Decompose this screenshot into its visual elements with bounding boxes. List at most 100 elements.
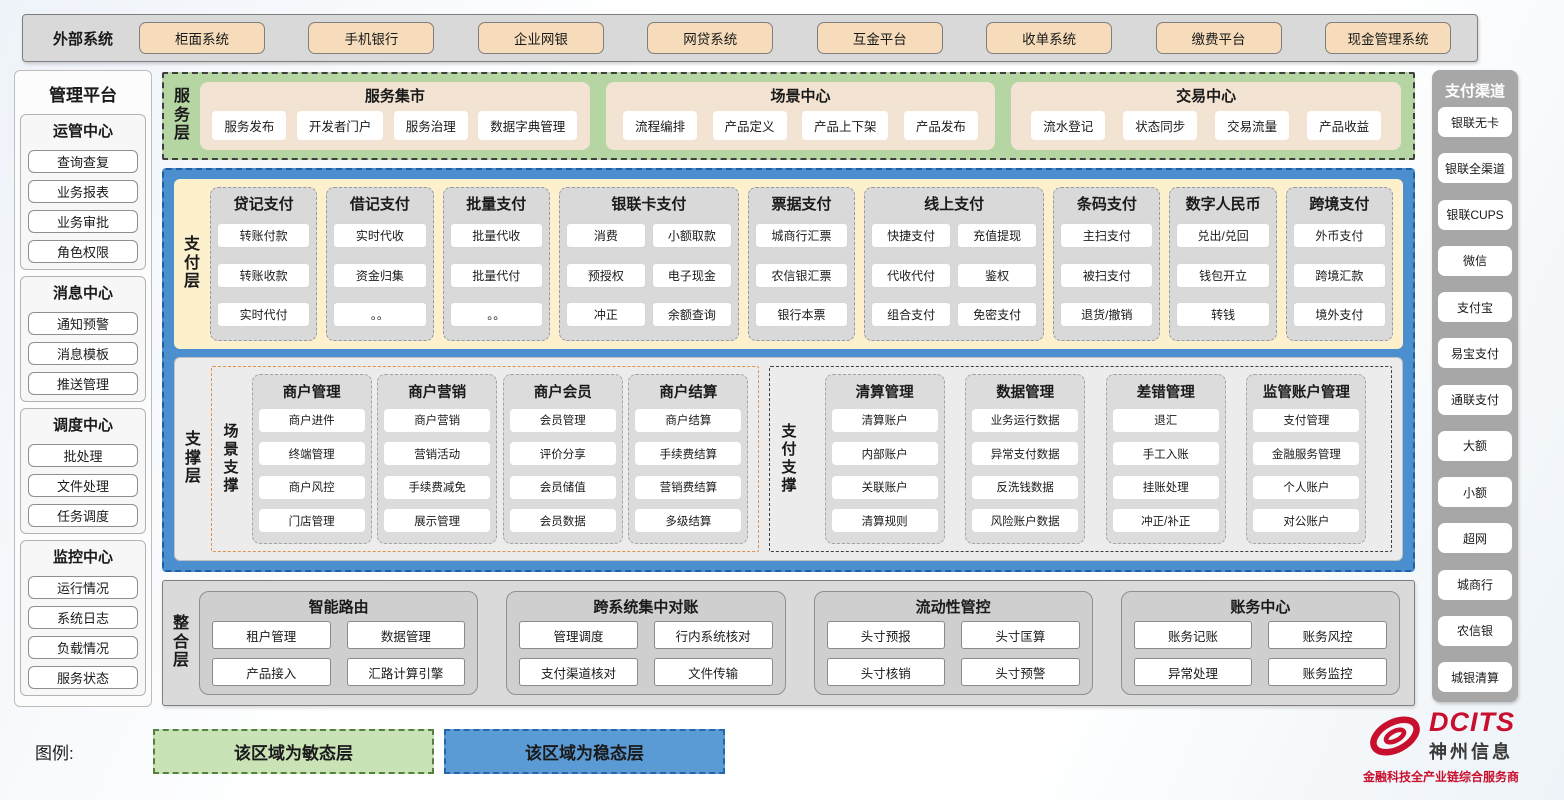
payment-item-button[interactable]: 消费 (565, 222, 646, 248)
payment-item-button[interactable]: 转账付款 (217, 222, 311, 248)
support-item-button[interactable]: 手续费结算 (635, 442, 742, 466)
support-item-button[interactable]: 会员储值 (509, 475, 616, 499)
service-item-button[interactable]: 产品定义 (712, 110, 787, 140)
payment-item-button[interactable]: 。。 (333, 302, 427, 328)
support-item-button[interactable]: 商户进件 (258, 408, 365, 432)
support-item-button[interactable]: 手续费减免 (384, 475, 491, 499)
payment-item-button[interactable]: 冲正 (565, 302, 646, 328)
integration-item-button[interactable]: 头寸预警 (961, 658, 1080, 686)
payment-channel-3[interactable]: 银联CUPS (1438, 199, 1512, 230)
menu-item[interactable]: 业务报表 (28, 180, 138, 203)
service-item-button[interactable]: 交易流量 (1215, 110, 1290, 140)
integration-item-button[interactable]: 管理调度 (519, 621, 638, 649)
menu-item[interactable]: 推送管理 (28, 372, 138, 395)
service-item-button[interactable]: 流程编排 (623, 110, 698, 140)
integration-item-button[interactable]: 数据管理 (346, 621, 466, 649)
support-item-button[interactable]: 挂账处理 (1112, 475, 1219, 499)
integration-item-button[interactable]: 文件传输 (653, 658, 773, 686)
menu-item[interactable]: 运行情况 (28, 576, 138, 599)
external-system-1[interactable]: 柜面系统 (139, 22, 266, 54)
support-item-button[interactable]: 多级结算 (635, 509, 742, 533)
payment-item-button[interactable]: 转账收款 (217, 262, 311, 288)
support-item-button[interactable]: 冲正/补正 (1112, 509, 1219, 533)
payment-item-button[interactable]: 实时代付 (217, 302, 311, 328)
external-system-5[interactable]: 互金平台 (816, 22, 943, 54)
support-item-button[interactable]: 终端管理 (258, 442, 365, 466)
support-item-button[interactable]: 手工入账 (1112, 442, 1219, 466)
support-item-button[interactable]: 关联账户 (831, 475, 938, 499)
payment-item-button[interactable]: 代收代付 (871, 262, 952, 288)
menu-item[interactable]: 任务调度 (28, 504, 138, 527)
external-system-6[interactable]: 收单系统 (986, 22, 1113, 54)
support-item-button[interactable]: 商户营销 (384, 408, 491, 432)
support-item-button[interactable]: 会员数据 (509, 509, 616, 533)
payment-item-button[interactable]: 免密支付 (957, 302, 1038, 328)
payment-item-button[interactable]: 城商行汇票 (754, 222, 849, 248)
support-item-button[interactable]: 门店管理 (258, 509, 365, 533)
integration-item-button[interactable]: 账务监控 (1268, 658, 1387, 686)
menu-item[interactable]: 批处理 (28, 444, 138, 467)
service-item-button[interactable]: 状态同步 (1123, 110, 1198, 140)
support-item-button[interactable]: 商户风控 (258, 475, 365, 499)
menu-item[interactable]: 通知预警 (28, 312, 138, 335)
payment-channel-12[interactable]: 农信银 (1438, 615, 1512, 646)
integration-item-button[interactable]: 异常处理 (1133, 658, 1253, 686)
payment-item-button[interactable]: 资金归集 (333, 262, 427, 288)
payment-channel-10[interactable]: 超网 (1438, 523, 1512, 554)
service-item-button[interactable]: 服务治理 (393, 110, 468, 140)
menu-item[interactable]: 服务状态 (28, 666, 138, 689)
support-item-button[interactable]: 会员管理 (509, 408, 616, 432)
payment-item-button[interactable]: 被扫支付 (1060, 262, 1154, 288)
payment-item-button[interactable]: 实时代收 (333, 222, 427, 248)
payment-item-button[interactable]: 外币支付 (1292, 222, 1387, 248)
payment-item-button[interactable]: 快捷支付 (871, 222, 952, 248)
payment-item-button[interactable]: 转钱 (1176, 302, 1270, 328)
support-item-button[interactable]: 支付管理 (1253, 408, 1360, 432)
integration-item-button[interactable]: 行内系统核对 (653, 621, 773, 649)
menu-item[interactable]: 业务审批 (28, 210, 138, 233)
service-item-button[interactable]: 产品上下架 (801, 110, 889, 140)
payment-item-button[interactable]: 电子现金 (651, 262, 732, 288)
payment-item-button[interactable]: 小额取款 (651, 222, 732, 248)
support-item-button[interactable]: 营销费结算 (635, 475, 742, 499)
payment-channel-7[interactable]: 通联支付 (1438, 384, 1512, 415)
payment-item-button[interactable]: 跨境汇款 (1292, 262, 1387, 288)
payment-channel-4[interactable]: 微信 (1438, 245, 1512, 276)
external-system-8[interactable]: 现金管理系统 (1324, 22, 1451, 54)
payment-item-button[interactable]: 钱包开立 (1176, 262, 1270, 288)
support-item-button[interactable]: 营销活动 (384, 442, 491, 466)
integration-item-button[interactable]: 租户管理 (212, 621, 331, 649)
external-system-3[interactable]: 企业网银 (477, 22, 604, 54)
payment-item-button[interactable]: 预授权 (565, 262, 646, 288)
payment-item-button[interactable]: 批量代付 (449, 262, 543, 288)
payment-item-button[interactable]: 退货/撤销 (1060, 302, 1154, 328)
support-item-button[interactable]: 个人账户 (1253, 475, 1360, 499)
service-item-button[interactable]: 产品发布 (903, 110, 978, 140)
integration-item-button[interactable]: 账务记账 (1133, 621, 1253, 649)
payment-channel-1[interactable]: 银联无卡 (1438, 107, 1512, 137)
integration-item-button[interactable]: 支付渠道核对 (519, 658, 638, 686)
payment-item-button[interactable]: 主扫支付 (1060, 222, 1154, 248)
payment-channel-5[interactable]: 支付宝 (1438, 292, 1512, 322)
support-item-button[interactable]: 商户结算 (635, 408, 742, 432)
payment-item-button[interactable]: 银行本票 (754, 302, 849, 328)
support-item-button[interactable]: 业务运行数据 (972, 408, 1079, 432)
menu-item[interactable]: 查询查复 (28, 150, 138, 173)
payment-item-button[interactable]: 组合支付 (871, 302, 952, 328)
support-item-button[interactable]: 对公账户 (1253, 509, 1360, 533)
support-item-button[interactable]: 展示管理 (384, 509, 491, 533)
integration-item-button[interactable]: 头寸核销 (826, 658, 946, 686)
payment-channel-11[interactable]: 城商行 (1438, 569, 1512, 600)
payment-item-button[interactable]: 余额查询 (651, 302, 732, 328)
external-system-4[interactable]: 网贷系统 (647, 22, 774, 54)
menu-item[interactable]: 系统日志 (28, 606, 138, 629)
payment-item-button[interactable]: 农信银汇票 (754, 262, 849, 288)
external-system-2[interactable]: 手机银行 (308, 22, 435, 54)
payment-item-button[interactable]: 批量代收 (449, 222, 543, 248)
service-item-button[interactable]: 开发者门户 (296, 110, 384, 140)
menu-item[interactable]: 消息模板 (28, 342, 138, 365)
payment-channel-9[interactable]: 小额 (1438, 477, 1512, 507)
integration-item-button[interactable]: 汇路计算引擎 (346, 658, 466, 686)
support-item-button[interactable]: 清算规则 (831, 509, 938, 533)
payment-item-button[interactable]: 兑出/兑回 (1176, 222, 1270, 248)
